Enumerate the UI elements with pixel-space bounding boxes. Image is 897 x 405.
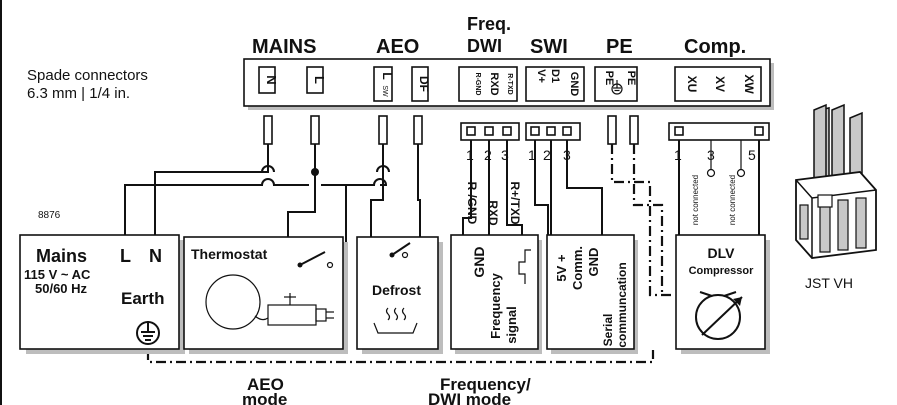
mains-l: L [120,246,131,266]
header-swi: SWI [530,36,568,58]
mains-earth: Earth [121,289,164,308]
mode-freq-line1: Frequency/ [440,375,531,394]
swi-pin-1: 1 [528,147,536,163]
figure-number: 8876 [38,210,61,221]
mains-frequency: 50/60 Hz [35,281,88,296]
thermostat-title: Thermostat [191,246,268,262]
terminal-df [411,66,429,102]
spade-note-line1: Spade connectors [27,67,148,84]
terminal-block: N L L SW DF R-TXD RXD R-GND GND D1 V+ PE… [243,58,774,110]
freq-signal-line1: Frequency [488,272,503,339]
terminal-lsw-sw: SW [381,85,388,97]
terminal-swi-v: V+ [535,69,547,83]
thermostat-bulb-icon [205,274,334,330]
mains-box: Mains L N 115 V ~ AC 50/60 Hz Earth [19,234,185,354]
frequency-box: GND Frequency signal [450,234,542,354]
terminal-pe-b: PE [603,71,615,86]
terminal-freq-rxd: RXD [488,72,500,95]
swi-serial-line1: Serial [601,314,615,347]
jst-connector-illustration [795,103,877,259]
swi-5v: 5V + [554,254,569,282]
dlv-subtitle: Compressor [689,265,755,277]
mode-freq-line2: DWI mode [428,390,511,405]
terminal-comp-xu: XU [685,76,699,93]
freq-pin-header [460,122,520,141]
terminal-pe-a: PE [625,71,637,86]
freq-gnd: GND [471,246,487,277]
terminal-lsw-l: L [380,72,394,79]
terminal-comp-xw: XW [742,74,756,94]
comp-pin-header [668,122,770,141]
mode-aeo-line1: AEO [247,375,284,394]
swi-serial-line2: communcation [615,262,629,347]
wire-label-rtxd: R+/TXD [508,181,522,224]
dlv-title: DLV [708,245,736,261]
swi-pin-2: 2 [543,147,551,163]
terminal-swi-gnd: GND [568,72,580,97]
jst-label: JST VH [805,275,853,291]
header-freq-line2: DWI [467,36,502,56]
swi-gnd: GND [586,248,601,277]
terminal-n-label: N [264,75,279,84]
square-wave-icon [518,249,531,284]
mains-n: N [149,246,162,266]
terminal-l-label: L [312,76,327,84]
terminal-comp [674,66,762,102]
earth-symbol-icon [136,321,160,345]
terminal-freq-rgnd: R-GND [474,73,481,96]
mode-aeo-line2: mode [242,390,287,405]
thermostat-switch-icon [297,251,334,269]
terminal-swi-d1: D1 [549,69,561,83]
defrost-box: Defrost [356,236,443,354]
dlv-compressor-box: DLV Compressor [675,234,770,354]
terminal-swi [525,66,585,102]
swi-comm: Comm. [570,246,585,290]
defrost-title: Defrost [372,282,421,298]
terminal-freq [458,66,518,102]
spade-tabs [263,115,639,145]
earth-lines [146,144,675,364]
header-mains: MAINS [252,36,316,58]
swi-pin-header [525,122,581,141]
header-aeo: AEO [376,36,419,58]
spade-note-line2: 6.3 mm | 1/4 in. [27,85,130,102]
terminal-n [258,66,276,94]
heater-icon [373,307,418,334]
freq-pin-3: 3 [501,147,509,163]
swi-box: 5V + Comm. GND Serial communcation [546,234,638,354]
mains-voltage: 115 V ~ AC [24,267,91,282]
not-connected-2: not connected [728,175,737,225]
thermostat-box: Thermostat [183,236,348,354]
terminal-df-label: DF [417,76,431,92]
comp-pin-5: 5 [748,147,756,163]
compressor-icon [695,291,743,340]
terminal-l [306,66,324,94]
freq-signal-line2: signal [504,306,519,344]
terminal-freq-rtxd: R-TXD [506,73,513,94]
header-pe: PE [606,36,633,58]
terminal-lsw [373,66,393,102]
header-freq-line1: Freq. [467,14,511,34]
terminal-comp-xv: XV [713,76,727,92]
mains-title: Mains [36,246,87,266]
header-comp: Comp. [684,36,746,58]
defrost-switch-icon [389,242,411,259]
not-connected-1: not connected [691,175,700,225]
terminal-earth-icon [611,80,623,95]
